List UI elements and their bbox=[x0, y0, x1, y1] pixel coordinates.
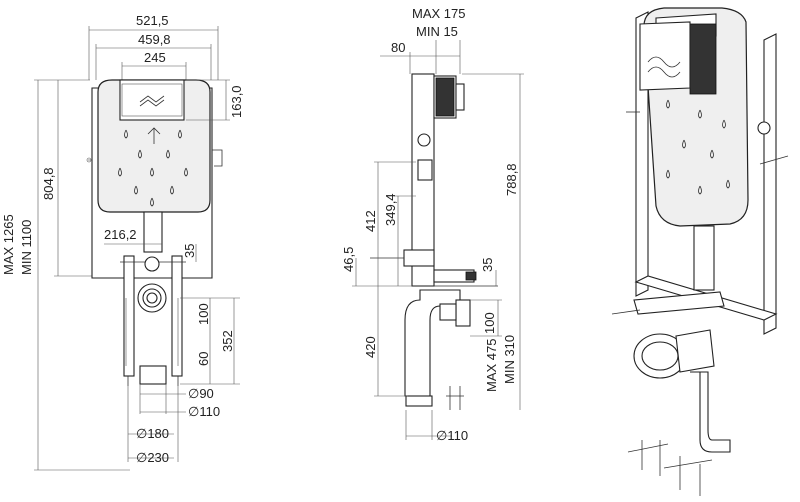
dim-height-349: 349,4 bbox=[383, 193, 398, 226]
dim-drop-60: 60 bbox=[196, 352, 211, 366]
dim-dia-230: ∅230 bbox=[136, 450, 169, 465]
dim-width-plate: 245 bbox=[144, 50, 166, 65]
front-view: 521,5 459,8 245 804,8 MAX 1265 MIN 1100 bbox=[1, 13, 244, 471]
side-top-dimensions: MAX 175 MIN 15 80 bbox=[380, 6, 465, 74]
dim-width-overall: 521,5 bbox=[136, 13, 169, 28]
front-plate-height: 163,0 bbox=[186, 79, 244, 121]
dim-height-788: 788,8 bbox=[504, 163, 519, 196]
front-lower-frame bbox=[120, 255, 186, 386]
dim-depth-max: MAX 175 bbox=[412, 6, 465, 21]
dim-drop-100: 100 bbox=[196, 303, 211, 325]
iso-water-drops bbox=[666, 99, 730, 195]
dim-plate-height: 163,0 bbox=[229, 85, 244, 118]
front-top-dimensions: 521,5 459,8 245 bbox=[88, 13, 219, 80]
side-left-dimensions: 412 349,4 46,5 420 bbox=[341, 161, 416, 397]
dim-depth-min: MIN 15 bbox=[416, 24, 458, 39]
dim-height-100-side: 100 bbox=[482, 312, 497, 334]
side-lower-pipe bbox=[404, 289, 471, 410]
dim-height-max: MAX 1265 bbox=[1, 214, 16, 275]
dim-dia-110-side: ∅110 bbox=[436, 428, 468, 443]
front-right-dimensions: 100 352 60 bbox=[180, 297, 240, 385]
dim-dia-90: ∅90 bbox=[188, 386, 214, 401]
dim-height-min: MIN 1100 bbox=[19, 220, 34, 275]
front-left-dimensions: 804,8 MAX 1265 MIN 1100 bbox=[1, 79, 130, 471]
dim-dia-110: ∅110 bbox=[188, 404, 220, 419]
front-diameters: ∅90 ∅110 ∅180 ∅230 bbox=[127, 384, 220, 465]
dim-offset-35: 35 bbox=[182, 244, 197, 258]
front-offsets: 216,2 35 bbox=[104, 227, 197, 262]
dim-dia-180: ∅180 bbox=[136, 426, 169, 441]
dim-height-46: 46,5 bbox=[341, 247, 356, 272]
side-frame bbox=[370, 73, 498, 287]
dim-floor-max: MAX 475 bbox=[484, 339, 499, 392]
side-diameter: ∅110 bbox=[405, 410, 468, 443]
dim-drop-352: 352 bbox=[220, 330, 235, 352]
dim-height-35-side: 35 bbox=[480, 258, 495, 272]
side-view: MAX 175 MIN 15 80 bbox=[341, 6, 524, 443]
dim-width-frame: 459,8 bbox=[138, 32, 171, 47]
isometric-view bbox=[611, 7, 789, 496]
dim-floor-min: MIN 310 bbox=[502, 335, 517, 384]
side-right-dimensions: 788,8 35 100 MAX 475 MIN 310 bbox=[462, 73, 524, 410]
dim-depth-80: 80 bbox=[391, 40, 405, 55]
dim-height-420: 420 bbox=[363, 336, 378, 358]
dim-height-tank: 804,8 bbox=[41, 167, 56, 200]
dim-offset-216: 216,2 bbox=[104, 227, 137, 242]
front-frame bbox=[86, 79, 223, 279]
dim-height-412: 412 bbox=[363, 210, 378, 232]
water-drops bbox=[118, 129, 188, 207]
